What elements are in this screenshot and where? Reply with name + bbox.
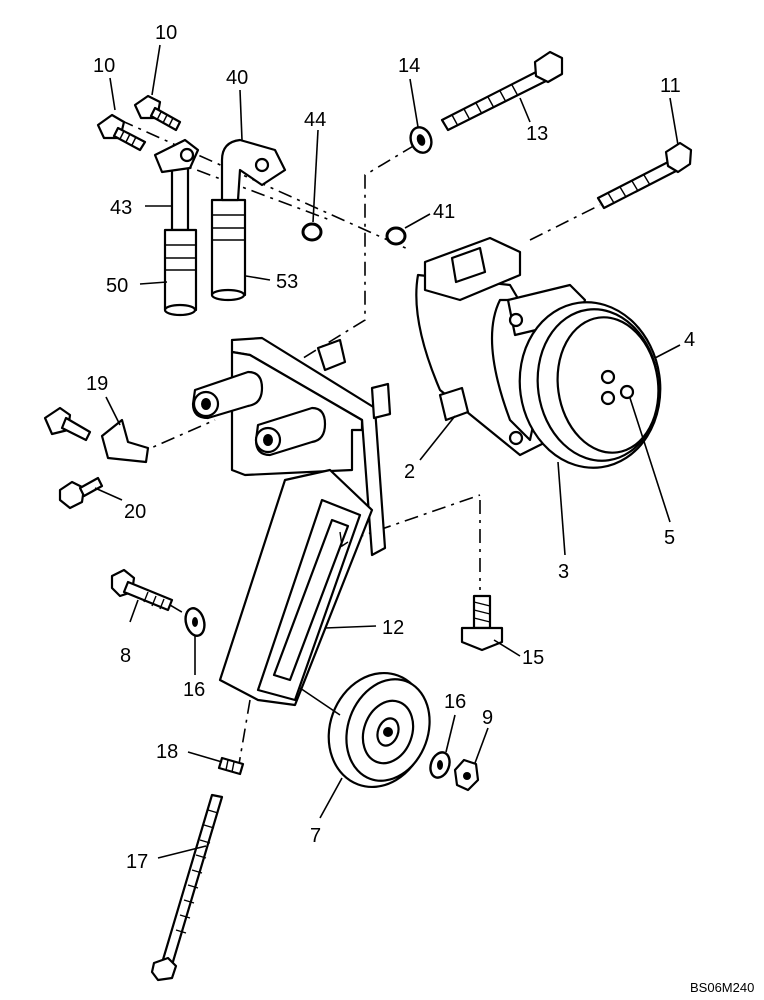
callout-40: 40 bbox=[226, 67, 248, 89]
callout-9: 9 bbox=[482, 707, 493, 729]
bolt-8 bbox=[110, 568, 174, 612]
nut-18 bbox=[217, 756, 245, 776]
mounting-bracket bbox=[191, 336, 392, 557]
callout-13: 13 bbox=[526, 123, 548, 145]
callout-4: 4 bbox=[684, 329, 695, 351]
callout-50: 50 bbox=[106, 275, 128, 297]
bolt-13 bbox=[440, 50, 564, 132]
callout-15: 15 bbox=[522, 647, 544, 669]
bolt-20 bbox=[58, 476, 104, 510]
callout-8: 8 bbox=[120, 645, 131, 667]
washer-16-left bbox=[184, 607, 206, 637]
callout-labels: 10 10 40 43 50 53 44 14 13 11 41 4 5 3 2… bbox=[86, 22, 695, 873]
callout-14: 14 bbox=[398, 55, 420, 77]
tensioner-arm-12 bbox=[218, 468, 374, 707]
image-code: BS06M240 bbox=[690, 980, 754, 995]
callout-5: 5 bbox=[664, 527, 675, 549]
callout-20: 20 bbox=[124, 501, 146, 523]
bolt-10-left bbox=[96, 113, 147, 152]
bolt-10-right bbox=[133, 94, 182, 132]
o-ring-44 bbox=[301, 222, 323, 242]
fitting-40 bbox=[220, 138, 287, 202]
nut-9 bbox=[453, 758, 480, 792]
callout-16-right: 16 bbox=[444, 691, 466, 713]
callout-41: 41 bbox=[433, 201, 455, 223]
leader-lines bbox=[94, 44, 681, 859]
callout-18: 18 bbox=[156, 741, 178, 763]
connector-19 bbox=[43, 406, 150, 464]
callout-19: 19 bbox=[86, 373, 108, 395]
washer-16-right bbox=[429, 751, 451, 779]
o-ring-41 bbox=[385, 226, 407, 246]
callout-53: 53 bbox=[276, 271, 298, 293]
callout-10-left: 10 bbox=[93, 55, 115, 77]
callout-11: 11 bbox=[660, 75, 681, 97]
callout-2: 2 bbox=[404, 461, 415, 483]
callout-43: 43 bbox=[110, 197, 132, 219]
callout-10-right: 10 bbox=[155, 22, 177, 44]
callout-12: 12 bbox=[382, 617, 404, 639]
hose-50 bbox=[163, 158, 198, 317]
callout-3: 3 bbox=[558, 561, 569, 583]
bolt-15 bbox=[460, 594, 504, 652]
washer-14 bbox=[409, 126, 433, 154]
callout-17: 17 bbox=[126, 851, 148, 873]
idler-pulley-7 bbox=[327, 671, 431, 789]
callout-44: 44 bbox=[304, 109, 326, 131]
bolt-11 bbox=[596, 141, 693, 210]
fitting-43 bbox=[153, 138, 200, 174]
hose-53 bbox=[210, 198, 247, 302]
clutch-pulley-4 bbox=[518, 301, 662, 469]
callout-7: 7 bbox=[310, 825, 321, 847]
callout-16-left: 16 bbox=[183, 679, 205, 701]
adjusting-rod-17 bbox=[150, 793, 224, 982]
